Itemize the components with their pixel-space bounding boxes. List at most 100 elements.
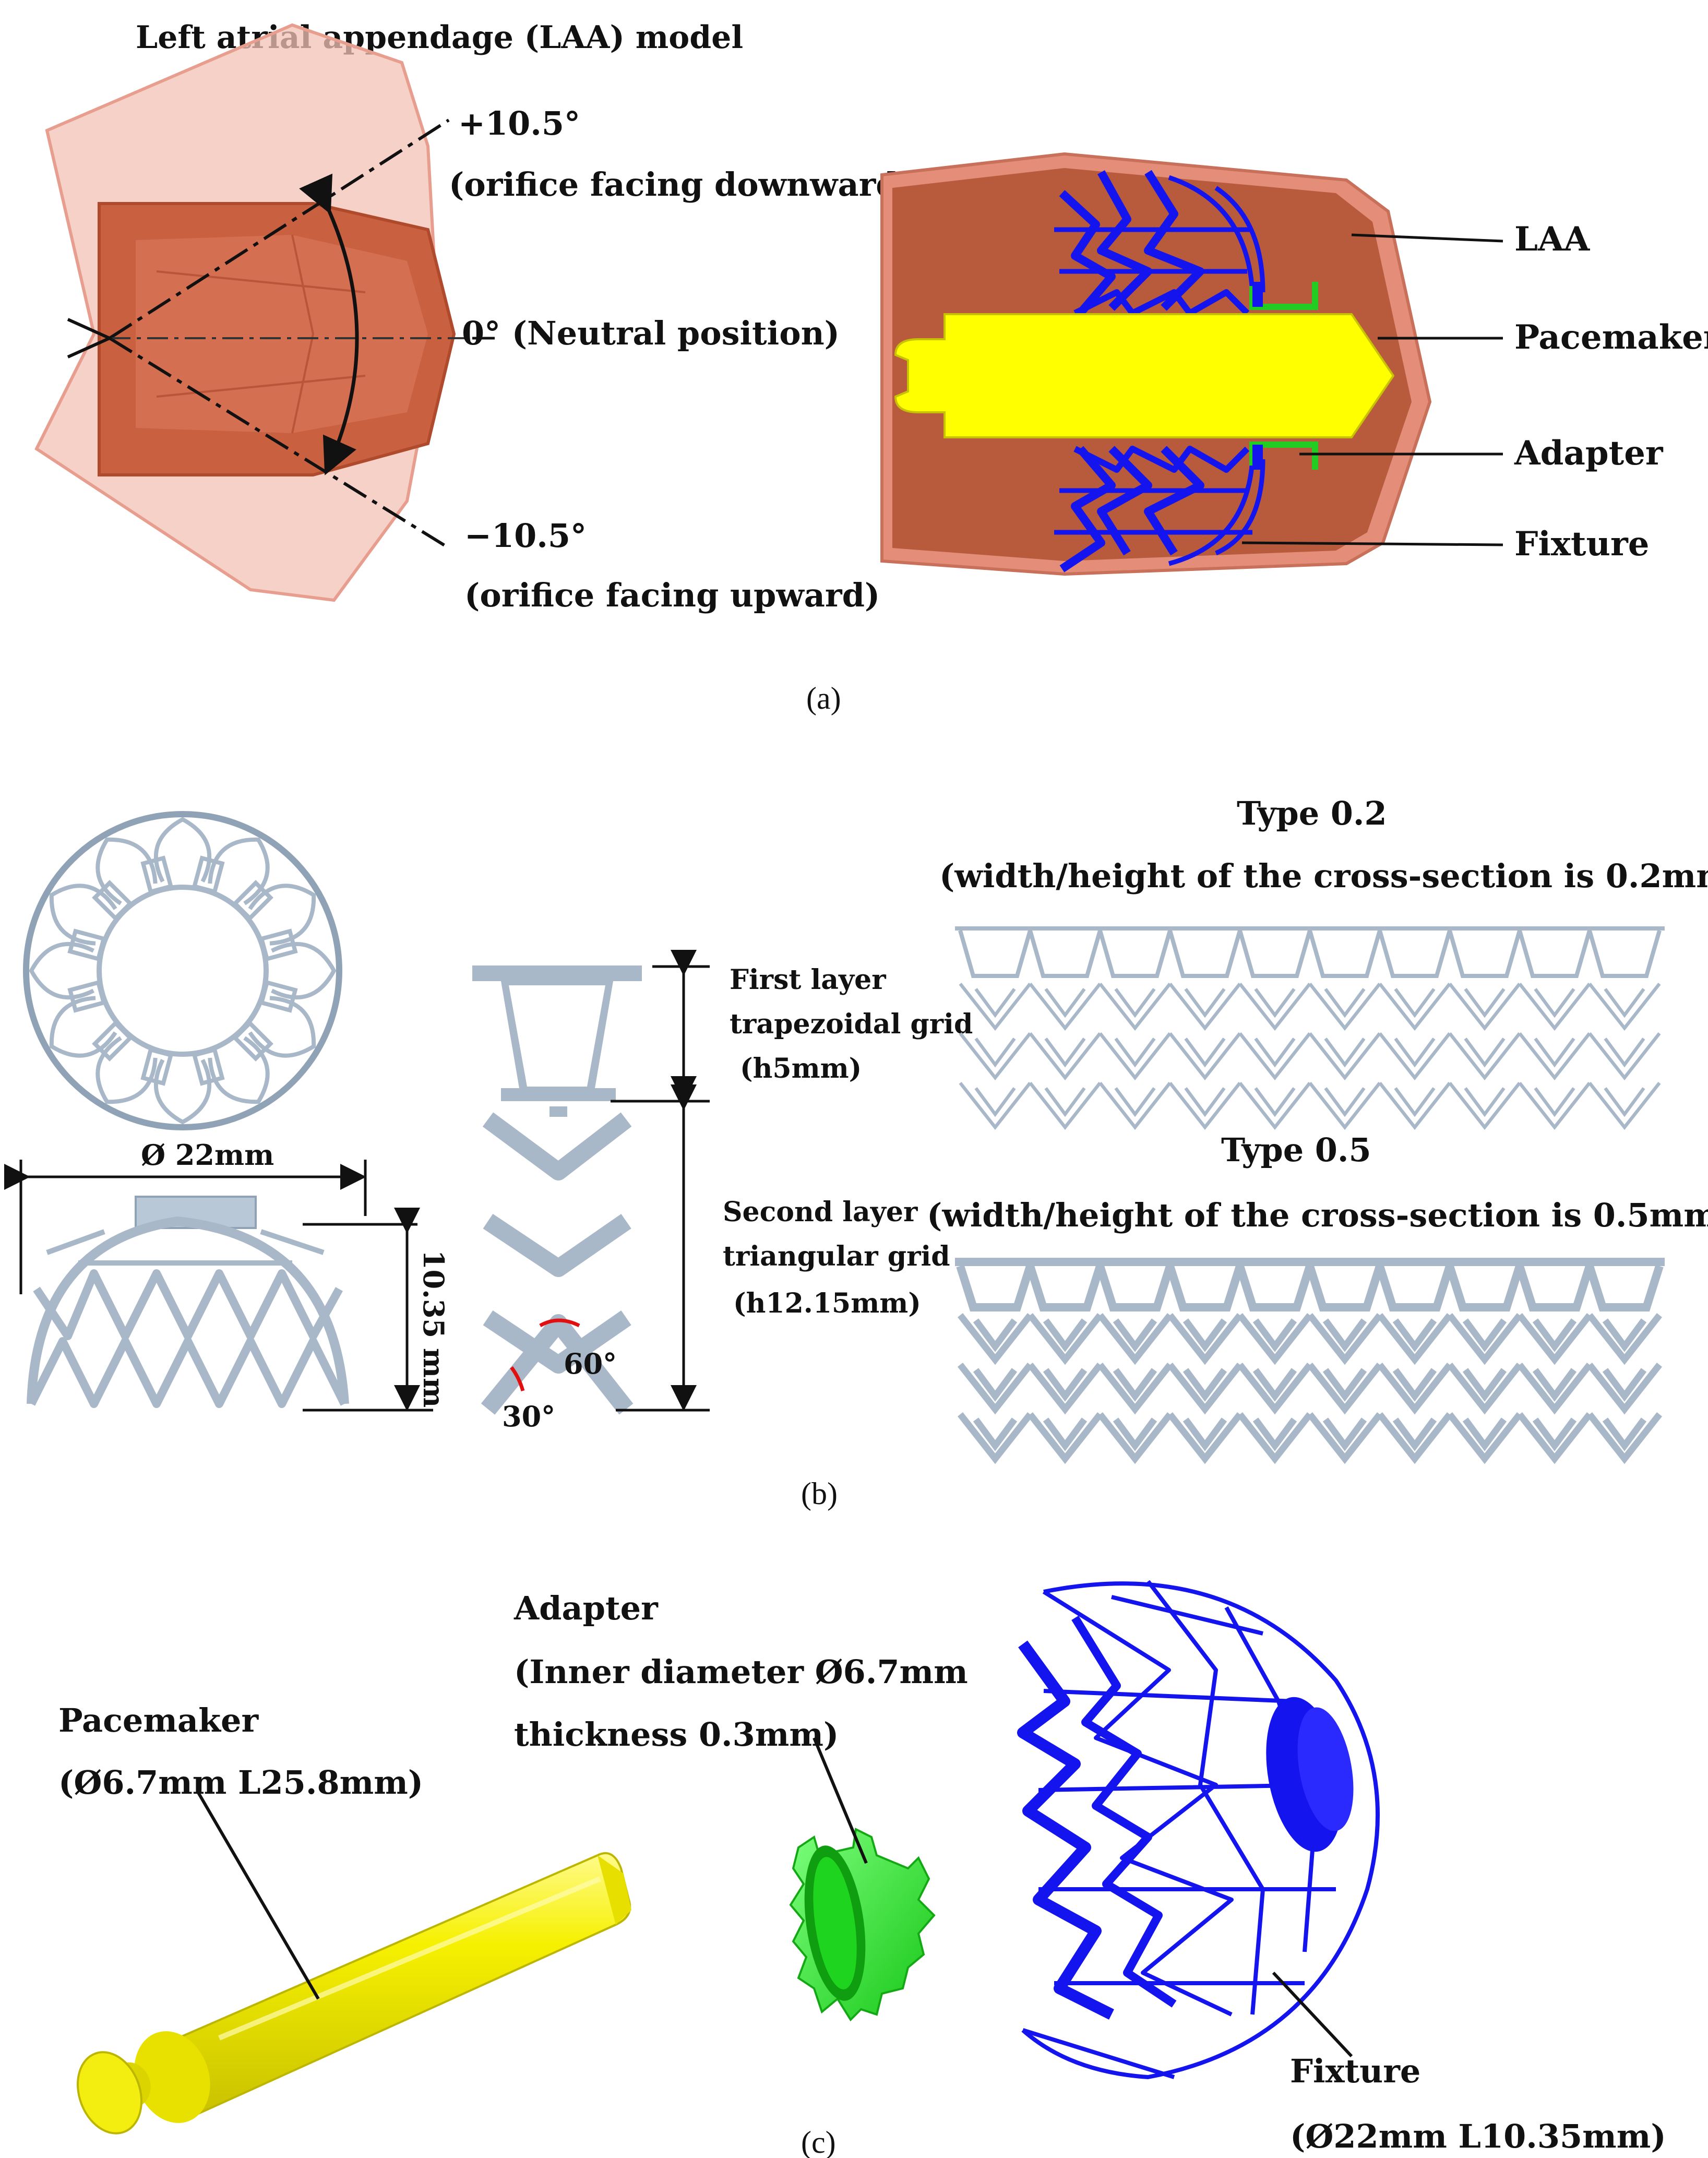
triangle-cell xyxy=(1307,1412,1383,1464)
triangle-cell xyxy=(1588,1032,1661,1081)
callout-fixture: Fixture xyxy=(1514,524,1649,564)
triangle-cell xyxy=(959,1032,1032,1081)
trapezoid-cell xyxy=(1238,929,1312,978)
type-02-grid xyxy=(955,926,1665,1130)
triangle-cell xyxy=(1586,1412,1663,1464)
angle-construction xyxy=(67,118,485,550)
adapter-title: Adapter xyxy=(513,1589,659,1627)
triangle-cell xyxy=(1586,1313,1663,1365)
second-layer-line-3: (h12.15mm) xyxy=(733,1287,921,1319)
tab xyxy=(67,928,106,962)
type-05-title: Type 0.5 xyxy=(1221,1131,1371,1169)
triangle-cell xyxy=(1097,1313,1173,1365)
adapter-leader xyxy=(813,1737,868,1864)
angle-30-label: 30° xyxy=(502,1400,555,1433)
triangle-cell xyxy=(1516,1363,1593,1415)
fixture-leader xyxy=(1272,1971,1353,2058)
triangle-cell xyxy=(1097,1412,1173,1464)
triangle-cell xyxy=(1308,983,1381,1031)
triangle-cell xyxy=(959,983,1032,1031)
second-layer-line-1: Second layer xyxy=(723,1196,918,1228)
callout-laa: LAA xyxy=(1514,220,1591,259)
grid-top-bar xyxy=(955,1258,1665,1266)
type-05-desc: (width/height of the cross-section is 0.… xyxy=(927,1196,1708,1234)
laa-model-title: Left atrial appendage (LAA) model xyxy=(136,19,743,56)
trapezoid-cell xyxy=(1166,1265,1244,1312)
triangle-cell xyxy=(1167,1412,1243,1464)
triangle-cell xyxy=(1237,1412,1313,1464)
diameter-label: Ø 22mm xyxy=(141,1138,274,1172)
triangle-cell xyxy=(1377,1412,1453,1464)
tab xyxy=(140,855,174,895)
triangle-cell xyxy=(1167,1313,1243,1365)
trapezoid-cell xyxy=(1096,1265,1174,1312)
trapezoid-cell xyxy=(1587,929,1662,978)
pacemaker-spec: (Ø6.7mm L25.8mm) xyxy=(58,1763,423,1802)
triangle-cell xyxy=(1097,1363,1173,1415)
triangle-cell xyxy=(959,1082,1032,1130)
adapter-3d xyxy=(789,1827,936,2022)
triangle-cell xyxy=(957,1412,1033,1464)
trapezoid-cell xyxy=(1098,929,1172,978)
fixture-title: Fixture xyxy=(1290,2052,1420,2090)
adapter-section xyxy=(1249,282,1318,470)
triangle-cell xyxy=(1168,1082,1241,1130)
triangle-cell xyxy=(1238,1082,1311,1130)
triangle-cell xyxy=(1098,983,1172,1031)
tab xyxy=(232,1020,273,1062)
tab xyxy=(259,980,298,1013)
triangle-cell xyxy=(1027,1363,1103,1415)
adapter-spec-1: (Inner diameter Ø6.7mm xyxy=(514,1653,968,1691)
tab xyxy=(232,880,273,922)
first-layer-line-3: (h5mm) xyxy=(740,1053,862,1084)
type-02-title: Type 0.2 xyxy=(1237,794,1387,832)
triangle-cell xyxy=(1029,1032,1102,1081)
laa-cross-section xyxy=(880,152,1432,576)
top-view-petals xyxy=(29,817,337,1125)
angle-negative-label: −10.5° xyxy=(464,517,587,555)
trapezoid-cell xyxy=(1446,1265,1524,1312)
trapezoid-cell xyxy=(1585,1265,1664,1312)
triangle-cell xyxy=(1308,1032,1381,1081)
tab xyxy=(192,855,225,895)
trapezoid-cell xyxy=(1308,929,1382,978)
pacemaker-section xyxy=(894,313,1395,438)
triangle-cell xyxy=(1377,1363,1453,1415)
tab xyxy=(259,928,298,962)
height-label: 10.35 mm xyxy=(417,1250,450,1408)
fixture-struts-lower xyxy=(1054,446,1265,573)
diameter-dimension xyxy=(4,1160,367,1294)
triangle-cell xyxy=(1029,983,1102,1031)
panel-b: Ø 22mm 10.35 mm 60° 30° First layer xyxy=(4,794,1708,1511)
triangle-cell xyxy=(1447,1412,1523,1464)
triangle-cell xyxy=(1307,1313,1383,1365)
triangle-cell xyxy=(1518,1032,1591,1081)
panel-b-label: (b) xyxy=(801,1476,838,1511)
triangle-cell xyxy=(1588,1082,1661,1130)
type-05-grid xyxy=(955,1258,1665,1464)
grid-top-bar xyxy=(955,926,1665,931)
panel-a-label: (a) xyxy=(806,681,841,716)
triangle-cell xyxy=(1027,1313,1103,1365)
triangle-cell xyxy=(1377,1313,1453,1365)
trapezoid-cell xyxy=(956,1265,1034,1312)
tab xyxy=(67,980,106,1013)
callout-lines xyxy=(1241,233,1503,546)
triangle-cell xyxy=(1378,1032,1451,1081)
triangle-cell xyxy=(1027,1412,1103,1464)
triangle-cell xyxy=(1378,983,1451,1031)
angle-neutral-label: 0° (Neutral position) xyxy=(462,314,840,352)
angle-positive-note: (orifice facing downward) xyxy=(449,165,914,204)
triangle-cell xyxy=(1237,1313,1313,1365)
triangle-cell xyxy=(1237,1363,1313,1415)
trapezoid-cell xyxy=(1376,1265,1454,1312)
triangle-cell xyxy=(1516,1313,1593,1365)
fixture-side-view xyxy=(27,1196,349,1408)
triangle-cell xyxy=(957,1363,1033,1415)
triangle-cell xyxy=(1448,983,1521,1031)
panel-a: Left atrial appendage (LAA) model +10.5°… xyxy=(34,19,1708,716)
triangle-cell xyxy=(1447,1313,1523,1365)
fixture-top-view xyxy=(23,811,342,1130)
fixture-spec: (Ø22mm L10.35mm) xyxy=(1290,2117,1666,2155)
tab xyxy=(92,880,134,922)
